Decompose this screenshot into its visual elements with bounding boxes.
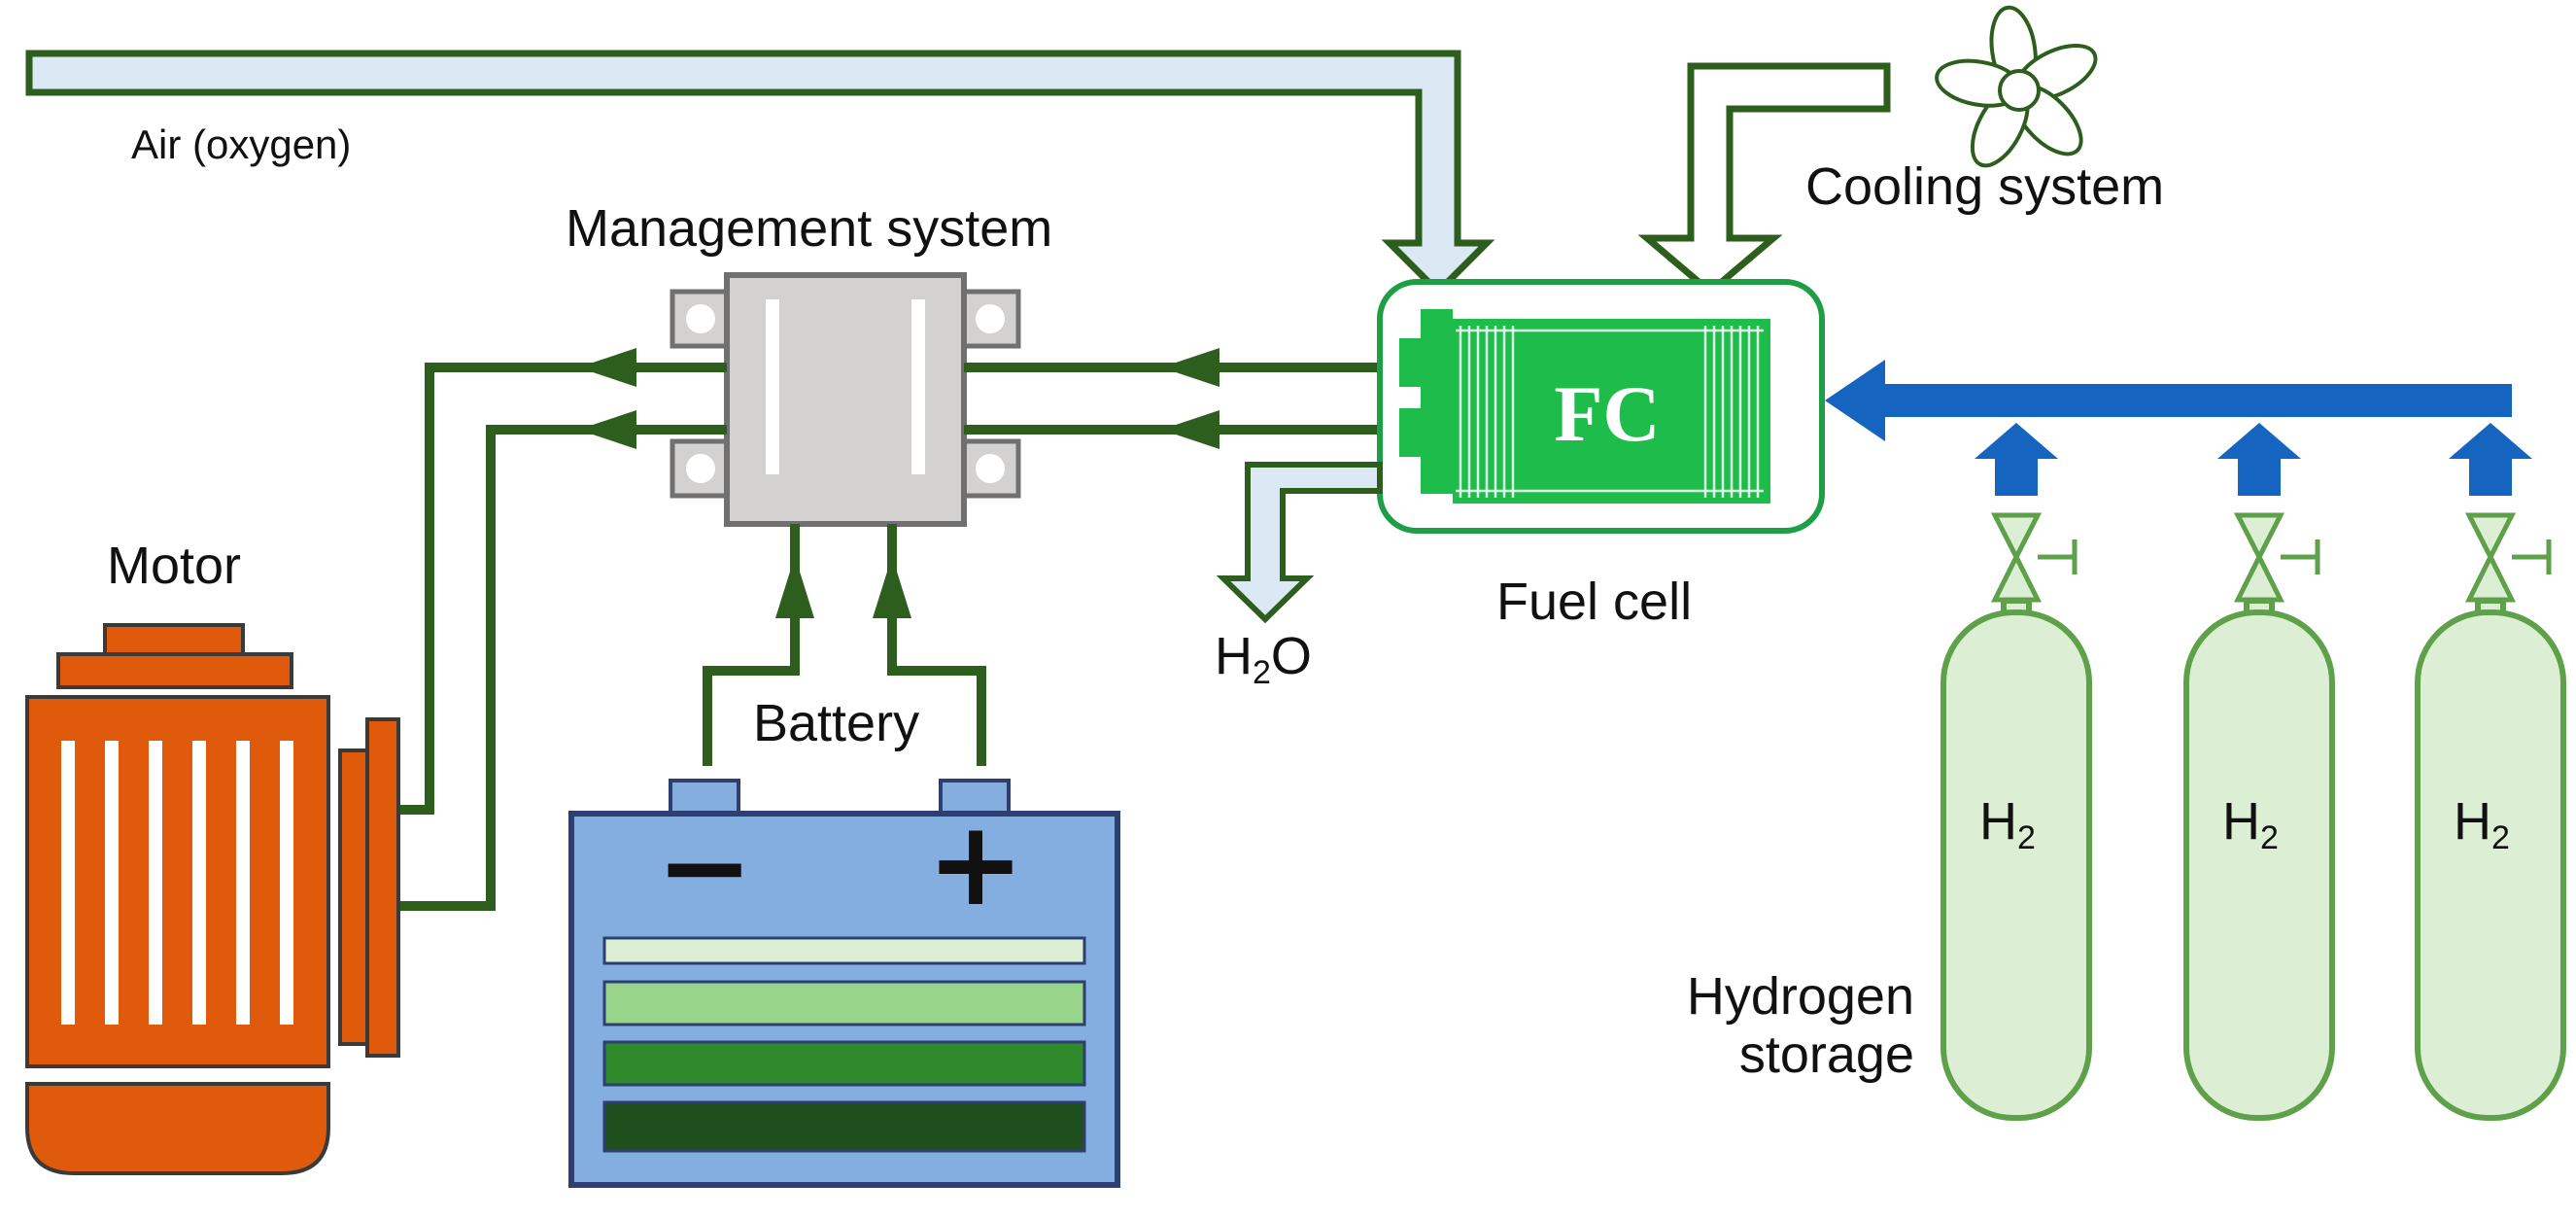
management-system-label: Management system bbox=[566, 199, 1052, 258]
motor-icon bbox=[25, 623, 400, 1175]
hydrogen-storage-label-line1: Hydrogen bbox=[1687, 967, 1914, 1026]
management-system-unit bbox=[670, 272, 1021, 527]
water-label: H2O bbox=[1215, 627, 1312, 691]
fc-to-management-wires bbox=[964, 363, 1382, 435]
cooling-system-label: Cooling system bbox=[1805, 157, 2164, 216]
battery-icon bbox=[568, 779, 1120, 1188]
hydrogen-supply-pipe bbox=[1825, 360, 2532, 496]
tank-1-label: H2 bbox=[1979, 792, 2036, 856]
fc-badge-text: FC bbox=[1554, 369, 1660, 458]
air-duct bbox=[25, 50, 1495, 296]
water-outlet-arrow bbox=[1216, 462, 1383, 624]
battery-to-management-arrowheads bbox=[775, 556, 911, 618]
hydrogen-storage-label-line2: storage bbox=[1739, 1026, 1914, 1084]
tank-valves bbox=[1990, 512, 2552, 603]
cooling-duct bbox=[1637, 62, 1891, 296]
fuel-cell-label: Fuel cell bbox=[1496, 573, 1692, 631]
motor-label: Motor bbox=[107, 537, 241, 595]
hydrogen-tank bbox=[2183, 598, 2335, 1121]
air-oxygen-label: Air (oxygen) bbox=[131, 122, 351, 167]
hydrogen-tank bbox=[1941, 598, 2092, 1121]
tank-3-label: H2 bbox=[2454, 792, 2510, 856]
battery-positive-sign: + bbox=[927, 797, 1025, 932]
battery-negative-sign: − bbox=[656, 800, 754, 935]
valve-icon bbox=[1990, 512, 2078, 603]
fc-to-management-arrowheads bbox=[1161, 348, 1219, 449]
management-to-motor-arrowheads bbox=[578, 348, 636, 449]
hydrogen-tanks bbox=[1941, 598, 2566, 1121]
hydrogen-tank bbox=[2415, 598, 2566, 1121]
fan-icon bbox=[1935, 5, 2098, 168]
valve-icon bbox=[2233, 512, 2320, 603]
valve-icon bbox=[2464, 512, 2552, 603]
tank-2-label: H2 bbox=[2222, 792, 2279, 856]
battery-label: Battery bbox=[753, 694, 919, 752]
fuel-cell-unit bbox=[1377, 279, 1825, 534]
